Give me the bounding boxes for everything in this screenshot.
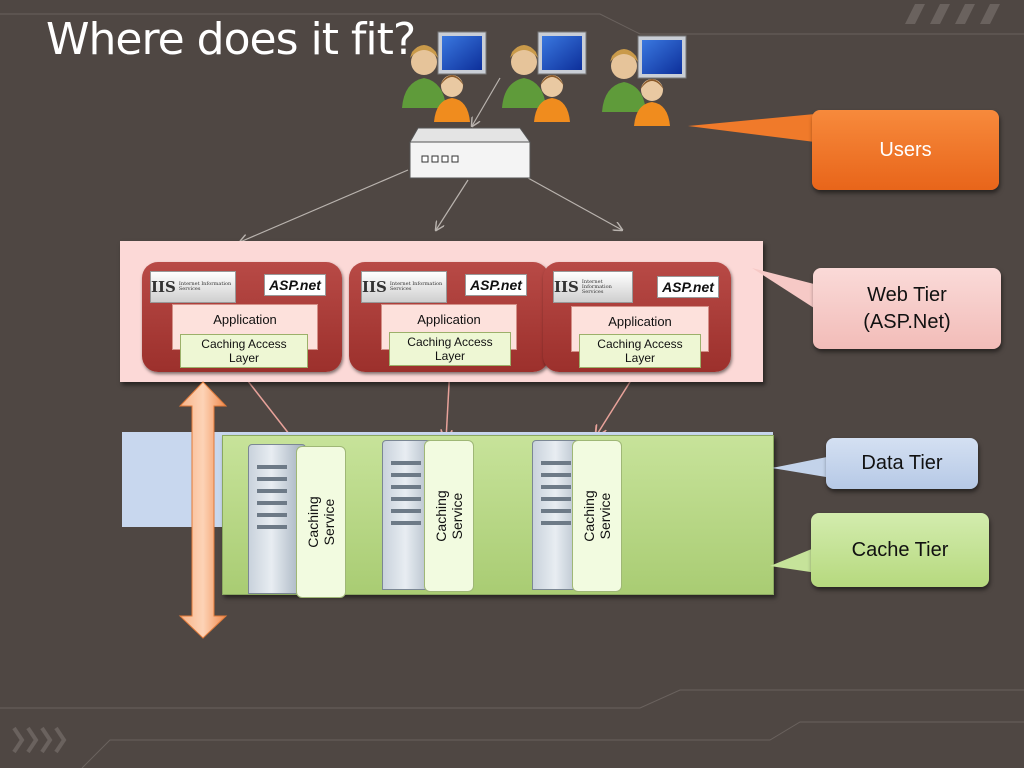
aspnet-logo-icon: ASP.net [264,274,326,296]
users-group [402,31,687,126]
user-computer-icon [402,31,487,122]
aspnet-logo-icon: ASP.net [465,274,527,296]
users-callout-pointer [688,114,815,142]
cache-tier-callout: Cache Tier [811,513,989,587]
user-computer-icon [502,31,587,122]
aspnet-logo-icon: ASP.net [657,276,719,298]
user-computer-icon [602,35,687,126]
web-tier-callout-pointer [752,268,814,308]
cache-tier-callout-pointer [770,544,824,574]
data-tier-callout: Data Tier [826,438,978,489]
network-switch-icon [409,127,531,179]
double-arrow-icon [178,381,228,639]
data-tier-callout-pointer [772,456,832,478]
web-tier-callout: Web Tier(ASP.Net) [813,268,1001,349]
page-title: Where does it fit? [46,14,416,65]
users-callout: Users [812,110,999,190]
